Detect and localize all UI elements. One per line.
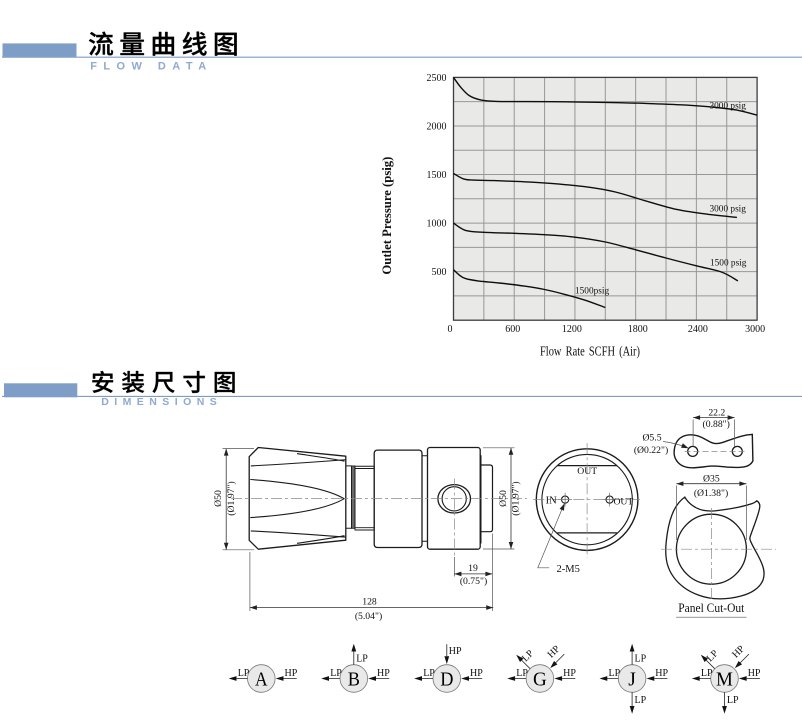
svg-text:B: B	[348, 669, 360, 691]
svg-text:(Ø1.38"): (Ø1.38")	[694, 488, 728, 499]
svg-text:19: 19	[468, 563, 478, 574]
svg-text:22.2: 22.2	[708, 407, 725, 418]
svg-text:LP: LP	[330, 668, 342, 679]
svg-text:(0.88"): (0.88")	[703, 419, 730, 430]
svg-text:500: 500	[432, 267, 447, 278]
svg-text:HP: HP	[285, 668, 298, 679]
svg-text:Ø35: Ø35	[703, 474, 720, 485]
svg-text:2-M5: 2-M5	[557, 564, 580, 575]
svg-text:(5.04"): (5.04")	[355, 611, 382, 622]
svg-text:HP: HP	[655, 668, 668, 679]
svg-text:FLOW DATA: FLOW DATA	[90, 61, 212, 73]
svg-text:LP: LP	[238, 668, 250, 679]
svg-text:LP: LP	[635, 695, 647, 706]
svg-text:(Ø0.22"): (Ø0.22")	[634, 445, 668, 456]
svg-text:3000: 3000	[745, 324, 765, 335]
svg-text:HP: HP	[470, 668, 483, 679]
svg-text:(Ø1.97"): (Ø1.97")	[511, 481, 522, 515]
svg-text:2000: 2000	[427, 121, 447, 132]
svg-text:Ø50: Ø50	[498, 490, 509, 507]
svg-text:OUT: OUT	[613, 496, 633, 507]
svg-text:Outlet Pressure (psig): Outlet Pressure (psig)	[380, 157, 394, 275]
svg-text:3000 psig: 3000 psig	[710, 101, 747, 111]
svg-text:128: 128	[362, 597, 377, 608]
svg-text:2400: 2400	[688, 324, 708, 335]
svg-text:1000: 1000	[427, 219, 447, 230]
svg-text:0: 0	[448, 324, 453, 335]
svg-text:LP: LP	[516, 668, 528, 679]
svg-text:1500: 1500	[427, 170, 447, 181]
svg-text:A: A	[255, 669, 268, 691]
svg-text:1500psig: 1500psig	[575, 287, 609, 297]
svg-text:Flow Rate SCFH (Air): Flow Rate SCFH (Air)	[540, 344, 640, 359]
svg-text:Ø5.5: Ø5.5	[642, 433, 661, 444]
svg-text:3000 psig: 3000 psig	[710, 205, 747, 215]
svg-text:DIMENSIONS: DIMENSIONS	[101, 396, 222, 408]
svg-text:1200: 1200	[562, 324, 582, 335]
svg-text:600: 600	[505, 324, 520, 335]
svg-text:LP: LP	[609, 668, 621, 679]
svg-text:G: G	[533, 669, 547, 691]
svg-text:LP: LP	[635, 654, 647, 665]
svg-text:J: J	[628, 669, 636, 691]
svg-text:1500 psig: 1500 psig	[710, 259, 747, 269]
svg-text:OUT: OUT	[577, 466, 597, 477]
svg-text:LP: LP	[356, 654, 368, 665]
svg-text:Panel Cut-Out: Panel Cut-Out	[678, 601, 744, 615]
svg-text:2500: 2500	[427, 73, 447, 84]
svg-text:M: M	[716, 669, 733, 691]
svg-text:LP: LP	[701, 668, 713, 679]
svg-text:LP: LP	[727, 695, 739, 706]
svg-text:IN: IN	[546, 495, 557, 506]
svg-text:HP: HP	[748, 668, 761, 679]
svg-text:D: D	[440, 669, 453, 691]
svg-text:(0.75"): (0.75")	[460, 576, 487, 587]
svg-text:1800: 1800	[628, 324, 648, 335]
svg-text:HP: HP	[449, 646, 462, 657]
svg-text:HP: HP	[377, 668, 390, 679]
svg-text:LP: LP	[423, 668, 435, 679]
svg-text:(Ø1.97"): (Ø1.97")	[226, 481, 237, 515]
svg-text:Ø50: Ø50	[213, 490, 224, 507]
svg-text:HP: HP	[563, 668, 576, 679]
